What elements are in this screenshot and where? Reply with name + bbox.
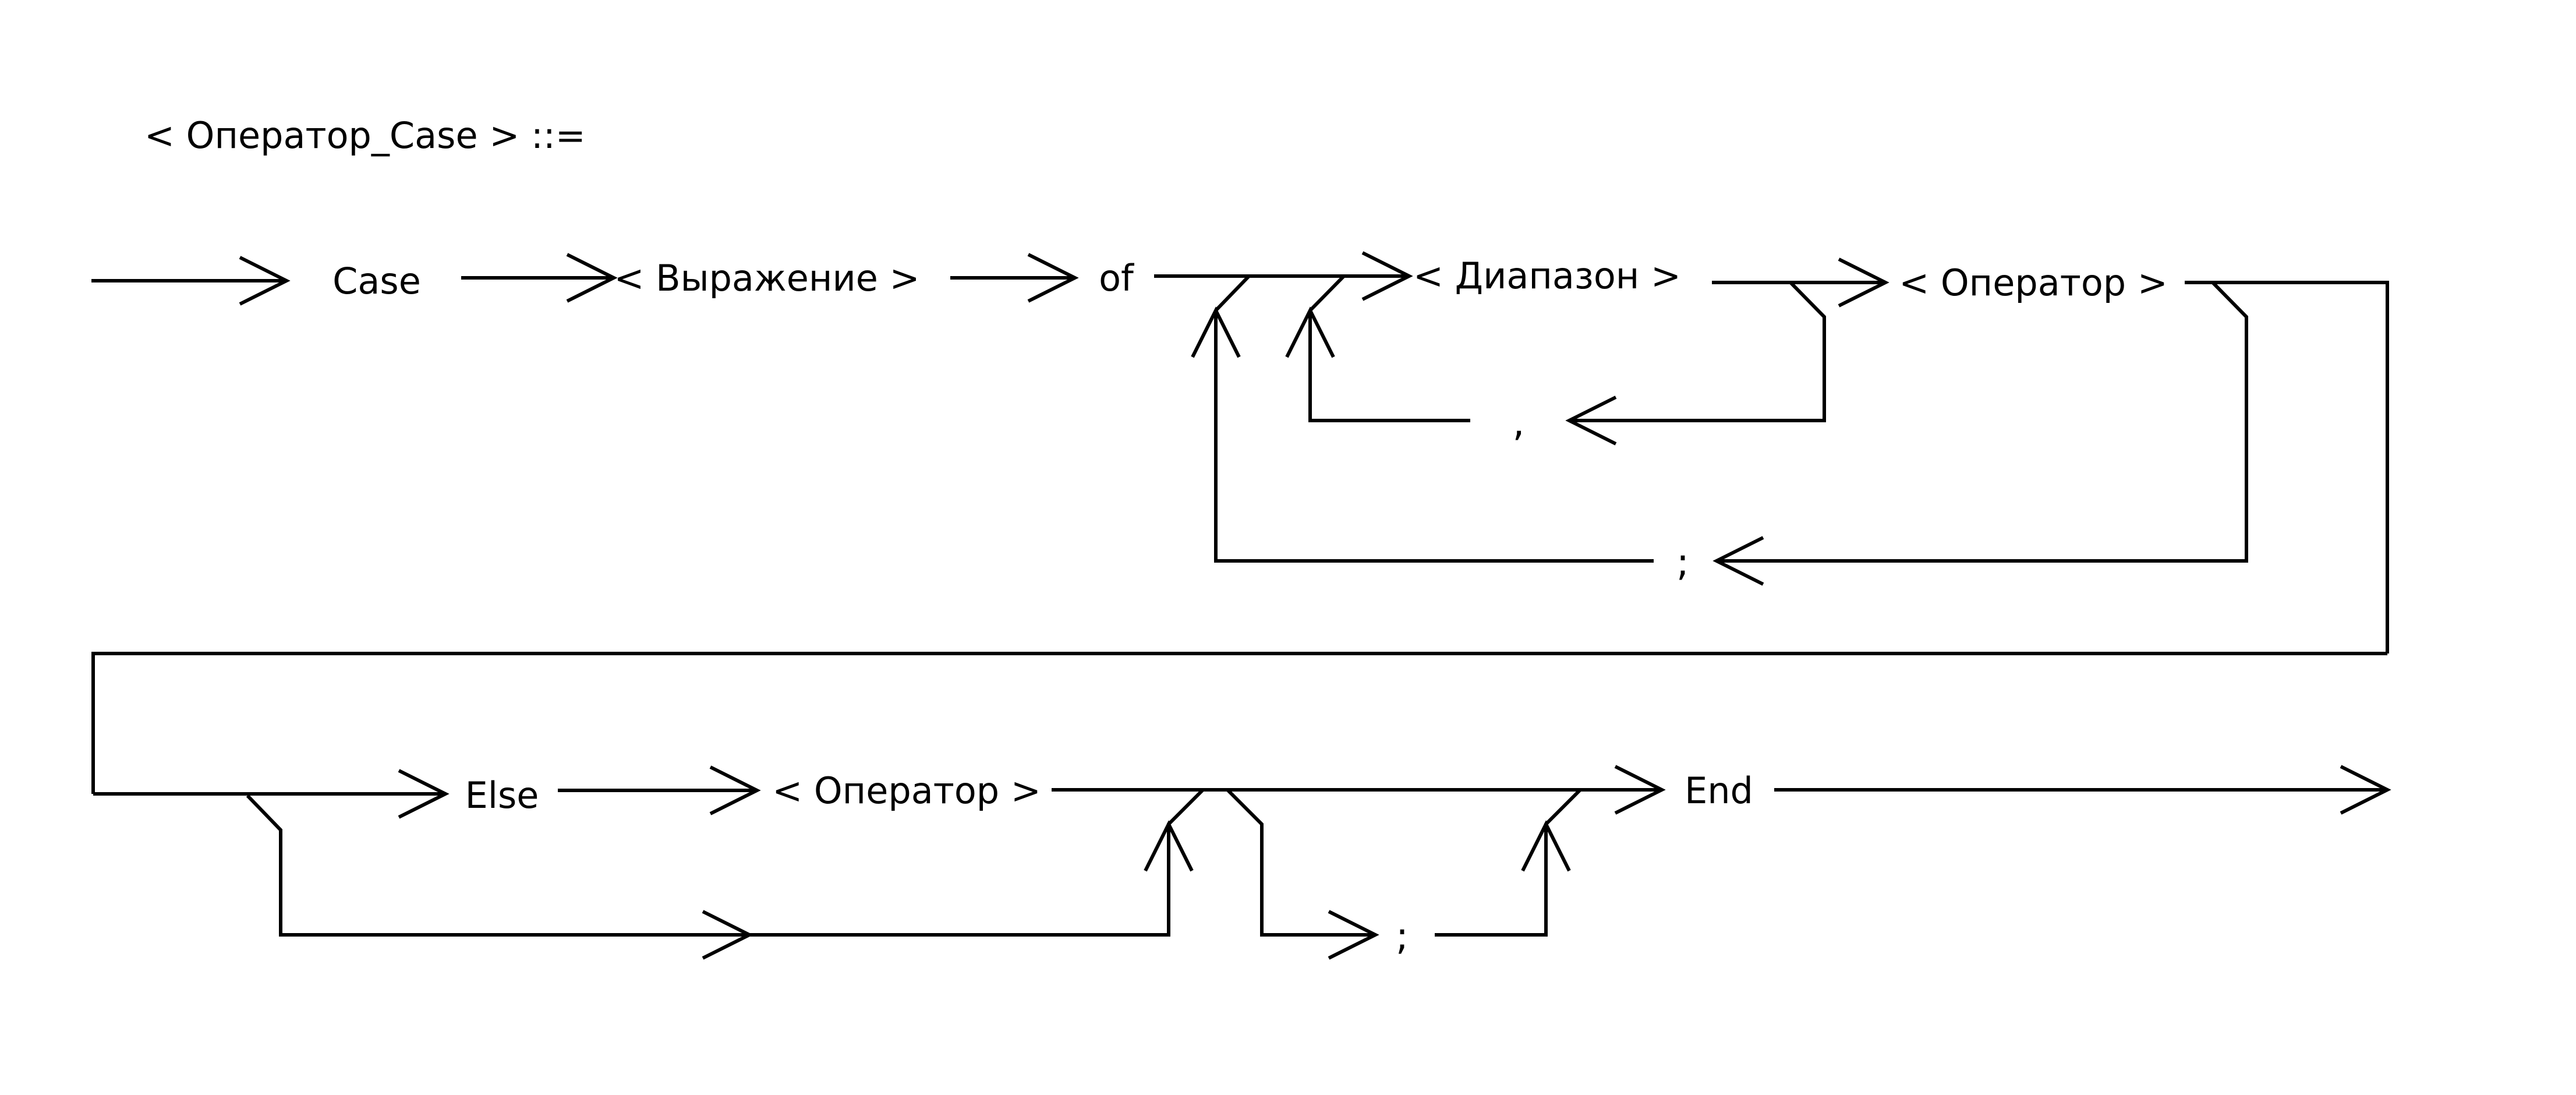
case-to-expression-arrowhead — [566, 253, 618, 303]
optional-semicolon-arrowhead — [1328, 910, 1379, 960]
semicolon-loop-up-arrowhead — [1191, 306, 1241, 358]
else-bypass-up-arrowhead — [1144, 820, 1194, 872]
semicolon-loop-return-line — [1717, 281, 2248, 563]
comma-loop-arrowhead — [1565, 395, 1617, 446]
nonterminal-range: < Диапазон > — [1413, 255, 1681, 297]
optional-semicolon-line-in — [1226, 788, 1375, 937]
semicolon-loop-back-line — [1214, 310, 1654, 563]
to-else-arrowhead — [398, 769, 450, 819]
terminal-semicolon-optional: ; — [1396, 914, 1409, 959]
comma-loop-up-arrowhead — [1285, 306, 1335, 358]
nonterminal-operator-else: < Оператор > — [772, 769, 1041, 812]
inner-loop-join — [1308, 274, 1346, 312]
comma-loop-return-line — [1569, 281, 1826, 422]
terminal-comma: , — [1513, 400, 1525, 445]
else-bypass-arrowhead — [702, 910, 753, 960]
row-transition-line — [91, 652, 2387, 794]
optional-semicolon-up-arrowhead — [1521, 820, 1571, 872]
nonterminal-operator-main: < Оператор > — [1899, 262, 2168, 304]
entry-arrowhead — [239, 256, 291, 306]
terminal-else: Else — [465, 774, 539, 817]
expression-to-of-arrowhead — [1027, 253, 1079, 303]
comma-loop-back-line — [1308, 310, 1470, 422]
semicolon-loop-arrowhead — [1712, 536, 1764, 586]
nonterminal-expression: < Выражение > — [614, 257, 919, 299]
terminal-semicolon-loop: ; — [1676, 540, 1689, 585]
range-to-operator-arrowhead — [1838, 257, 1889, 308]
terminal-end: End — [1685, 769, 1753, 812]
exit-arrowhead — [2340, 765, 2391, 815]
optional-semicolon-line-out — [1435, 788, 1582, 937]
outer-loop-join — [1214, 274, 1251, 312]
else-bypass-line — [246, 788, 1205, 937]
of-to-range-arrowhead — [1361, 251, 1413, 301]
terminal-case: Case — [332, 260, 421, 302]
operator-to-end-arrowhead — [1614, 765, 1666, 815]
rule-title: < Оператор_Case > ::= — [144, 114, 586, 157]
terminal-of: of — [1099, 257, 1135, 299]
else-to-operator-arrowhead — [709, 765, 761, 815]
row1-exit-line — [2185, 281, 2389, 654]
